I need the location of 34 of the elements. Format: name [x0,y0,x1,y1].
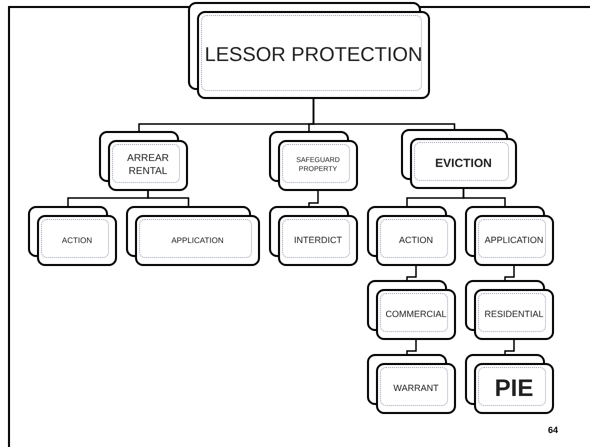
stacked-card [126,206,260,266]
stacked-card [465,280,554,340]
node-label: APPLICATION [171,236,224,246]
stacked-card [269,131,358,191]
stacked-card [465,206,554,266]
stacked-card [367,206,456,266]
connector-line [504,266,515,280]
connector-line [406,266,417,280]
node-label: PIE [494,374,534,404]
connector-line [504,340,515,354]
stacked-card [367,280,456,340]
node-label: ACTION [398,234,433,246]
stacked-card [401,129,517,189]
stacked-card [367,354,456,414]
stacked-card [28,206,117,266]
stacked-card [188,2,430,99]
node-label: WARRANT [393,382,439,394]
node-label: ACTION [62,236,92,246]
node-label: COMMERCIAL [385,308,446,320]
connector-line [308,191,319,206]
node-label: APPLICATION [484,234,544,246]
node-label: RESIDENTIAL [484,308,544,320]
connector-line [406,340,417,354]
page-number: 64 [548,424,558,437]
node-label: INTERDICT [294,234,342,246]
connector-line [147,191,190,206]
connector-line [312,99,456,129]
stacked-card [269,206,358,266]
node-label: LESSOR PROTECTION [204,42,422,68]
stacked-card [99,131,188,191]
connector-line [462,189,506,206]
node-label: ARREAR RENTAL [126,153,170,178]
node-label: EVICTION [435,156,492,171]
stacked-card [465,354,554,414]
